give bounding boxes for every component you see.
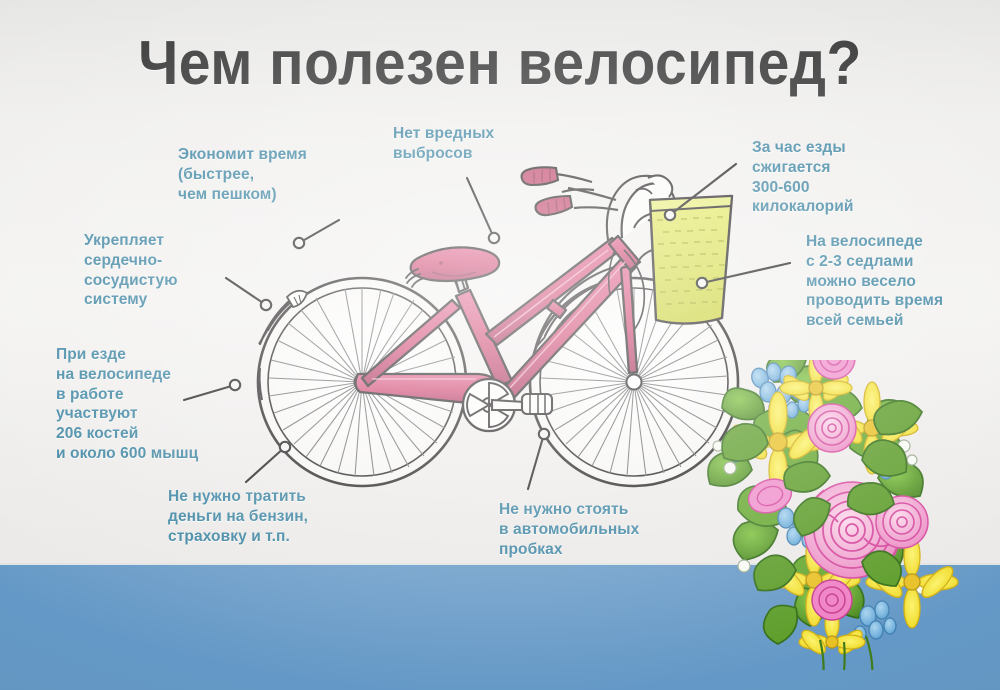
callout-no-traffic-jams: Не нужно стоять в автомобильных пробках [499, 501, 640, 558]
callout-no-fuel-costs: Не нужно тратить деньги на бензин, страх… [168, 488, 309, 545]
leader-saves-time [292, 218, 341, 250]
callout-saves-time: Экономит время (быстрее, чем пешком) [178, 146, 307, 203]
callout-family-tandem: На велосипеде с 2-3 седлами можно весело… [806, 233, 944, 330]
callout-strengthens-heart: Укрепляет сердечно- сосудистую систему [84, 232, 178, 309]
callout-calories-burned: За час езды сжигается 300-600 килокалори… [752, 139, 854, 216]
page-title: Чем полезен велосипед? [138, 29, 862, 98]
callout-no-emissions: Нет вредных выбросов [393, 125, 495, 162]
leader-calories [663, 162, 738, 222]
leader-family [695, 261, 792, 290]
leader-no-emissions [465, 176, 501, 245]
callout-bones-and-muscles: При езде на велосипеде в работе участвую… [56, 346, 199, 463]
leader-no-traffic [526, 427, 551, 491]
